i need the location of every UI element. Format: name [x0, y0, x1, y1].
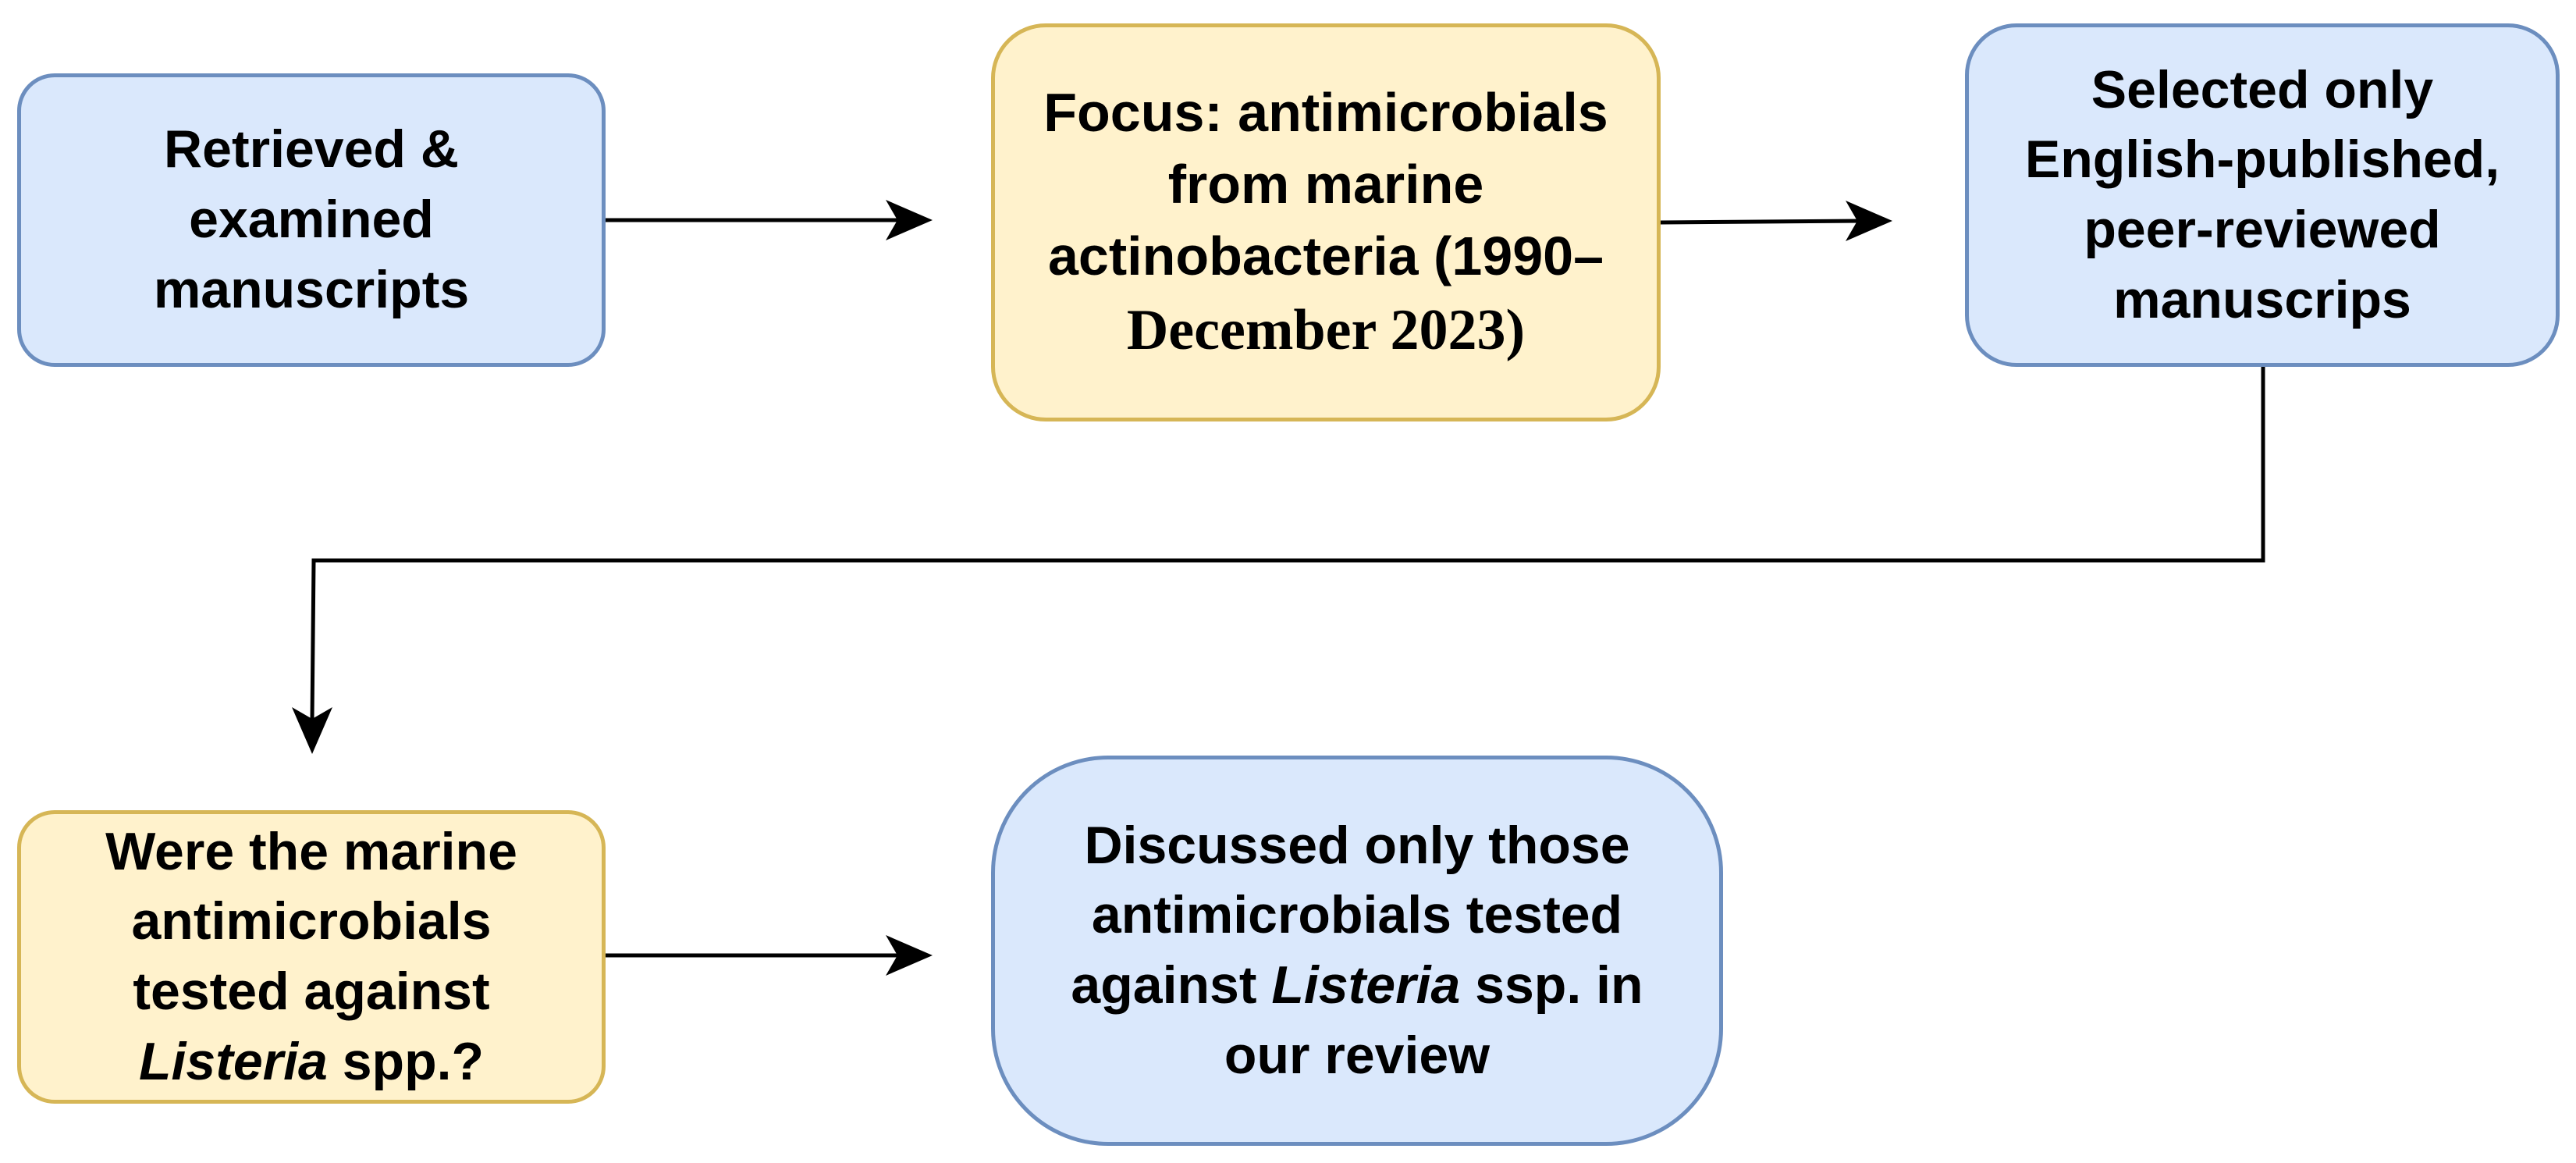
node-text-fragment: against: [1071, 955, 1272, 1015]
node-text-line: our review: [1224, 1025, 1491, 1085]
arrow-focus-to-selected: [1660, 201, 1892, 241]
node-text-line: English-published,: [2024, 130, 2500, 190]
node-retrieved-examined: Retrieved & examined manuscripts: [17, 73, 606, 367]
node-text-line: antimicrobials: [131, 891, 492, 951]
listeria-italic: Listeria: [1271, 955, 1461, 1015]
arrow-retrieved-to-focus: [606, 200, 933, 240]
node-text-line: manuscripts: [153, 259, 470, 319]
node-text-line: tested against: [133, 962, 490, 1021]
node-text-line: peer-reviewed: [2084, 200, 2441, 259]
node-text-line: Selected only: [2091, 59, 2434, 119]
node-text-line: Discussed only those: [1084, 815, 1630, 875]
node-focus-antimicrobials: Focus: antimicrobials from marine actino…: [991, 23, 1661, 421]
arrow-selected-to-question: [292, 367, 2265, 754]
node-text-line: Listeria spp.?: [105, 1027, 517, 1097]
node-text-fragment: spp.?: [327, 1031, 485, 1091]
node-text-line: actinobacteria (1990–: [1047, 226, 1604, 287]
node-text-line: December 2023): [1126, 297, 1526, 362]
node-text-fragment: ssp. in: [1460, 955, 1643, 1015]
node-text-line: Retrieved &: [164, 119, 459, 180]
arrow-question-to-discussed: [606, 935, 933, 976]
node-question-listeria: Were the marine antimicrobials tested ag…: [17, 810, 606, 1104]
node-text-line: antimicrobials tested: [1091, 885, 1623, 945]
node-text-line: examined: [189, 190, 434, 250]
node-text-line: Focus: antimicrobials: [1043, 81, 1608, 143]
node-text-line: manuscrips: [2113, 269, 2411, 329]
node-selected-english: Selected only English-published, peer-re…: [1965, 23, 2560, 367]
node-text-line: Were the marine: [105, 821, 517, 881]
node-text-line: against Listeria ssp. in: [1071, 951, 1643, 1021]
node-discussed-listeria: Discussed only those antimicrobials test…: [991, 756, 1723, 1146]
node-text-line: from marine: [1167, 153, 1484, 215]
listeria-italic: Listeria: [138, 1031, 328, 1091]
